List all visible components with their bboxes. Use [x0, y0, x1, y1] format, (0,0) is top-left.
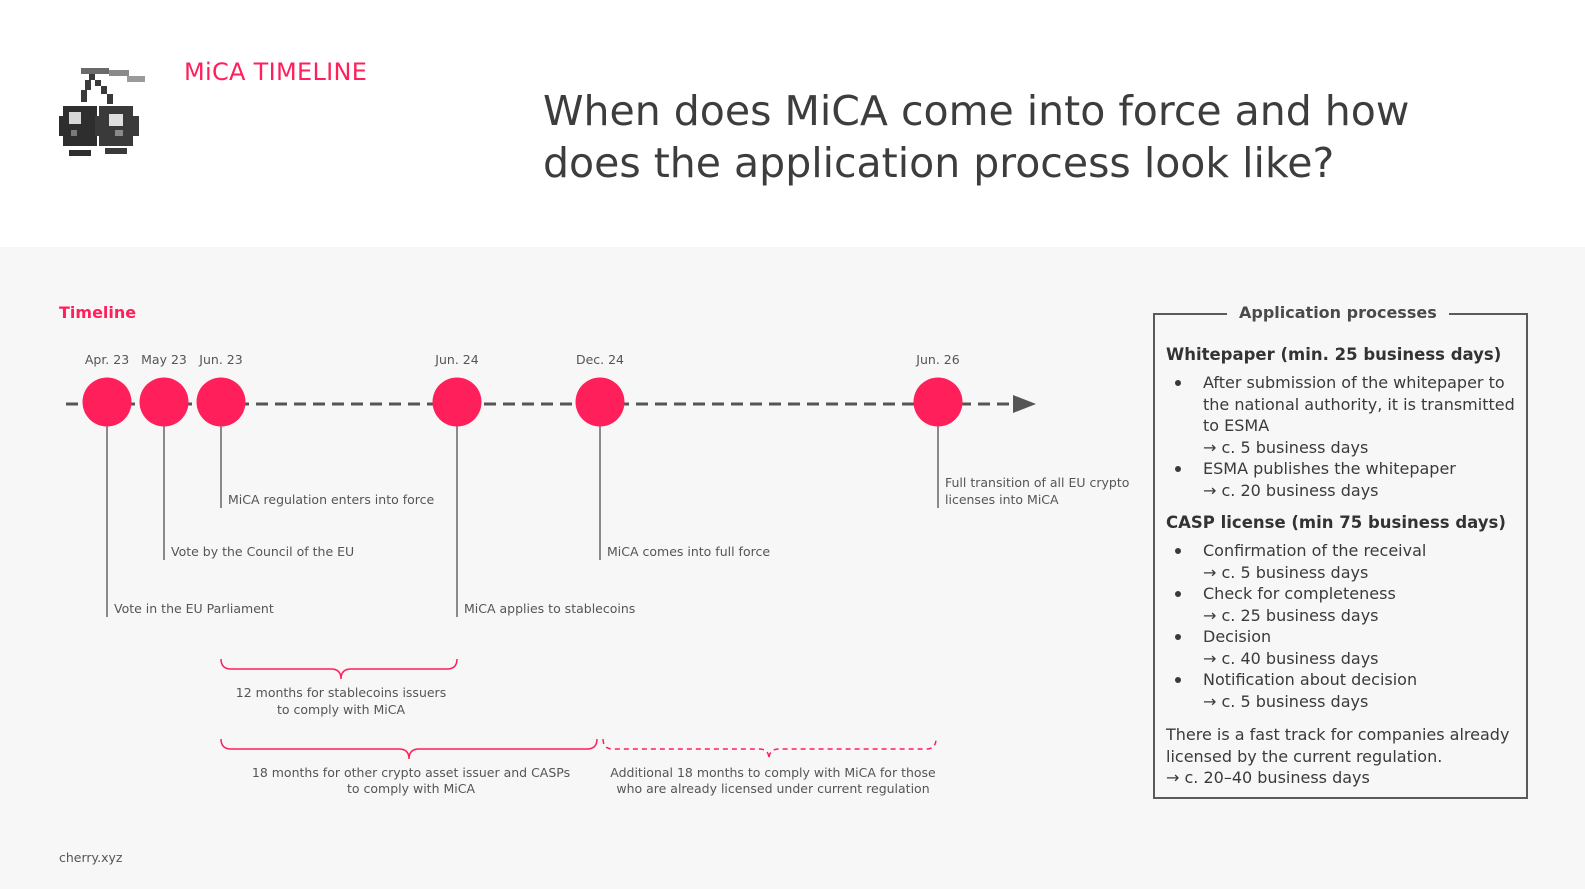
date-label: Dec. 24: [576, 352, 624, 367]
date-label: Jun. 23: [198, 352, 242, 367]
event-label: MiCA comes into full force: [607, 544, 770, 559]
milestone-dot: [82, 377, 132, 427]
span-label: to comply with MiCA: [277, 702, 405, 717]
step-text: Confirmation of the receival: [1203, 541, 1427, 560]
span-label: 12 months for stablecoins issuers: [236, 685, 446, 700]
event-label: Vote by the Council of the EU: [171, 544, 354, 559]
step-text: Decision: [1203, 627, 1272, 646]
timeline-diagram: Apr. 23 May 23 Jun. 23 Jun. 24 Dec. 24 J…: [66, 352, 1129, 796]
milestone-dot: [432, 377, 482, 427]
date-label: Jun. 24: [434, 352, 478, 367]
milestone-dot: [196, 377, 246, 427]
event-label: licenses into MiCA: [945, 492, 1059, 507]
application-processes-panel: Application processes Whitepaper (min. 2…: [1153, 303, 1528, 799]
span-label: Additional 18 months to comply with MiCA…: [610, 765, 936, 780]
step-text: Check for completeness: [1203, 584, 1396, 603]
step-duration: → c. 20 business days: [1203, 480, 1379, 500]
fast-track-text: There is a fast track for companies alre…: [1166, 725, 1510, 766]
span-brace-additional: [602, 738, 937, 760]
fast-track-duration: → c. 20–40 business days: [1166, 768, 1370, 787]
step-duration: → c. 5 business days: [1203, 562, 1369, 582]
list-item: Decision → c. 40 business days: [1166, 626, 1516, 669]
panel-body: Whitepaper (min. 25 business days) After…: [1166, 345, 1516, 789]
list-item: ESMA publishes the whitepaper → c. 20 bu…: [1166, 458, 1516, 501]
span-label: who are already licensed under current r…: [616, 781, 929, 796]
span-label: to comply with MiCA: [347, 781, 475, 796]
whitepaper-steps: After submission of the whitepaper to th…: [1166, 372, 1516, 501]
panel-title: Application processes: [1227, 303, 1449, 322]
content-area: Timeline Apr. 23 May 23 Jun. 23 Jun. 24 …: [0, 247, 1585, 889]
casp-heading: CASP license (min 75 business days): [1166, 513, 1506, 532]
event-label: MiCA applies to stablecoins: [464, 601, 635, 616]
step-duration: → c. 25 business days: [1203, 605, 1379, 625]
footer-brand: cherry.xyz: [59, 850, 123, 865]
casp-steps: Confirmation of the receival → c. 5 busi…: [1166, 540, 1516, 712]
span-brace-casps: [220, 738, 598, 760]
step-duration: → c. 5 business days: [1203, 691, 1369, 711]
fast-track-note: There is a fast track for companies alre…: [1166, 724, 1516, 789]
list-item: Confirmation of the receival → c. 5 busi…: [1166, 540, 1516, 583]
step-duration: → c. 40 business days: [1203, 648, 1379, 668]
milestone-dot: [575, 377, 625, 427]
event-label: Full transition of all EU crypto: [945, 475, 1129, 490]
step-text: After submission of the whitepaper to th…: [1203, 373, 1515, 435]
step-text: ESMA publishes the whitepaper: [1203, 459, 1456, 478]
timeline-label: Timeline: [59, 303, 137, 322]
page-title: When does MiCA come into force and how d…: [543, 87, 1410, 188]
step-text: Notification about decision: [1203, 670, 1418, 689]
milestone-dot: [139, 377, 189, 427]
timeline-arrow-icon: [1013, 395, 1036, 413]
cherry-icon: [59, 68, 145, 156]
section-label: MiCA TIMELINE: [184, 58, 368, 86]
header: MiCA TIMELINE When does MiCA come into f…: [0, 0, 1585, 247]
event-label: MiCA regulation enters into force: [228, 492, 435, 507]
list-item: Check for completeness → c. 25 business …: [1166, 583, 1516, 626]
list-item: Notification about decision → c. 5 busin…: [1166, 669, 1516, 712]
span-label: 18 months for other crypto asset issuer …: [252, 765, 570, 780]
list-item: After submission of the whitepaper to th…: [1166, 372, 1516, 458]
whitepaper-heading: Whitepaper (min. 25 business days): [1166, 345, 1502, 364]
span-brace-stablecoins: [220, 658, 458, 680]
event-label: Vote in the EU Parliament: [114, 601, 274, 616]
date-label: May 23: [141, 352, 187, 367]
date-label: Apr. 23: [85, 352, 129, 367]
date-label: Jun. 26: [915, 352, 959, 367]
step-duration: → c. 5 business days: [1203, 437, 1369, 457]
milestone-dot: [913, 377, 963, 427]
